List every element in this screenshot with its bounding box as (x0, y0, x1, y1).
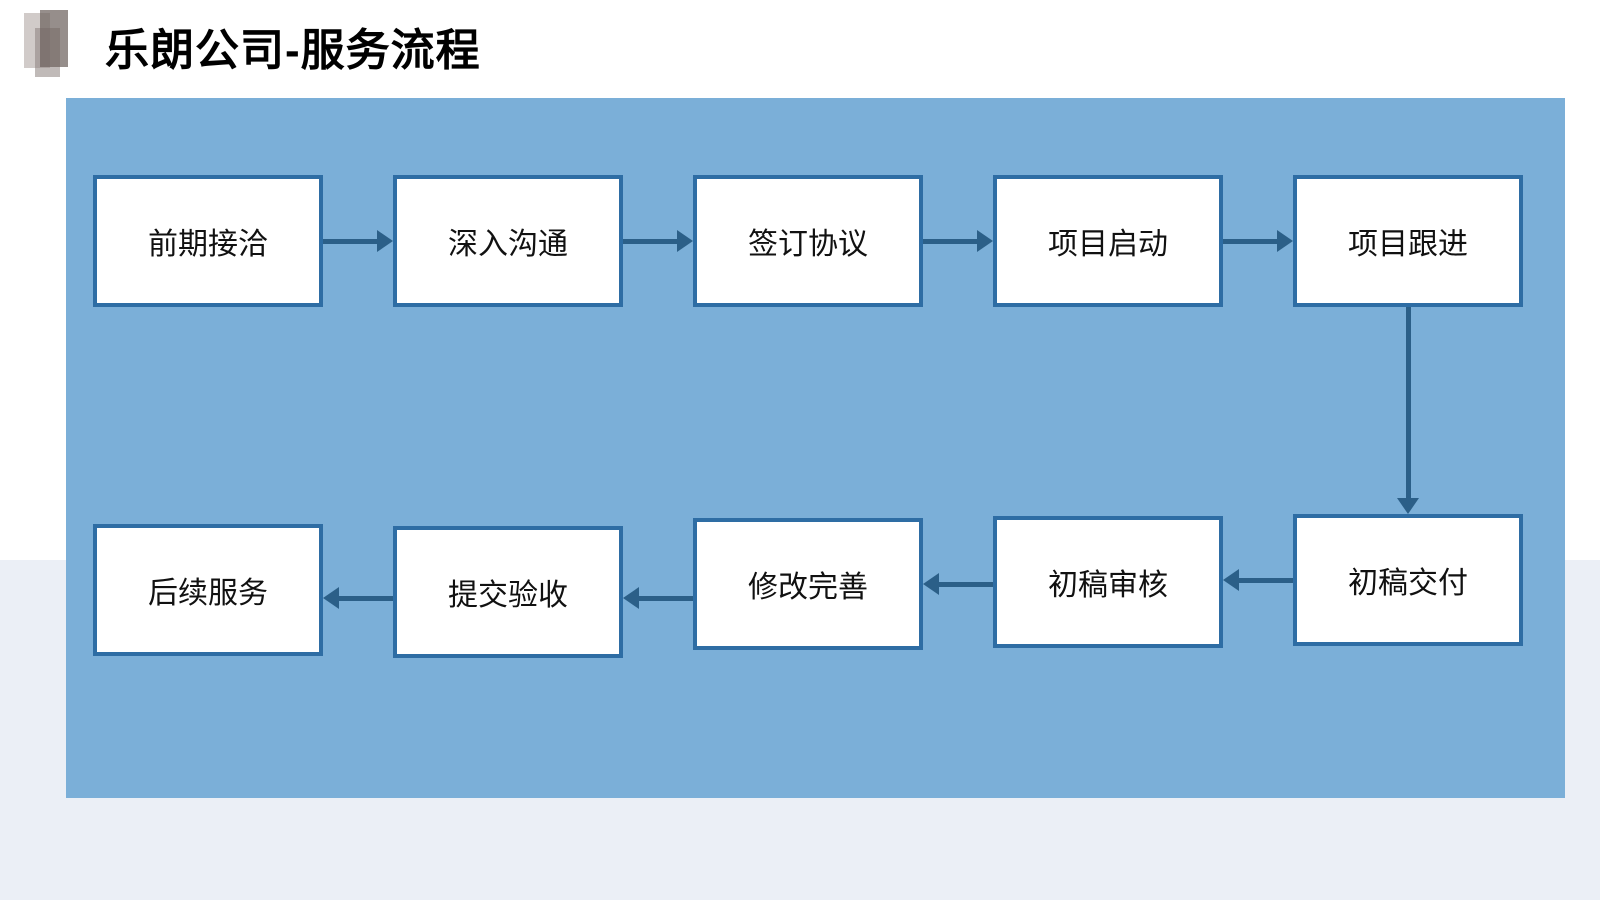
arrow-shaft (623, 238, 677, 244)
arrow-head (623, 587, 639, 609)
arrow-shaft (939, 581, 993, 587)
arrow-delivery-to-review-icon (1223, 568, 1293, 592)
arrow-revision-to-acceptance-icon (623, 586, 693, 610)
flow-step-deep-communication: 深入沟通 (393, 175, 623, 307)
arrow-agreement-to-kickoff-icon (923, 229, 993, 253)
arrow-shaft (923, 238, 977, 244)
arrow-head (977, 230, 993, 252)
page-title: 乐朗公司-服务流程 (105, 26, 481, 75)
arrow-head (323, 587, 339, 609)
arrow-head (923, 573, 939, 595)
arrow-shaft (339, 595, 393, 601)
arrow-head (1397, 498, 1419, 514)
flow-step-sign-agreement: 签订协议 (693, 175, 923, 307)
flow-step-draft-review: 初稿审核 (993, 516, 1223, 648)
arrow-shaft (1405, 307, 1411, 498)
arrow-followup-to-delivery-icon (1396, 307, 1420, 514)
arrow-head (377, 230, 393, 252)
company-logo (20, 6, 82, 82)
arrow-shaft (1239, 577, 1293, 583)
arrow-shaft (323, 238, 377, 244)
flow-step-project-kickoff: 项目启动 (993, 175, 1223, 307)
arrow-head (1277, 230, 1293, 252)
flow-step-project-followup: 项目跟进 (1293, 175, 1523, 307)
arrow-shaft (1223, 238, 1277, 244)
flow-step-followup-service: 后续服务 (93, 524, 323, 656)
arrow-review-to-revision-icon (923, 572, 993, 596)
arrow-contact-to-communication-icon (323, 229, 393, 253)
flow-step-submit-acceptance: 提交验收 (393, 526, 623, 658)
arrow-communication-to-agreement-icon (623, 229, 693, 253)
logo-rect-dark (40, 10, 68, 67)
flow-step-revision: 修改完善 (693, 518, 923, 650)
slide-header: 乐朗公司-服务流程 (0, 0, 1600, 97)
flow-step-initial-contact: 前期接洽 (93, 175, 323, 307)
arrow-shaft (639, 595, 693, 601)
arrow-head (1223, 569, 1239, 591)
flow-step-draft-delivery: 初稿交付 (1293, 514, 1523, 646)
arrow-head (677, 230, 693, 252)
arrow-kickoff-to-followup-icon (1223, 229, 1293, 253)
arrow-acceptance-to-service-icon (323, 586, 393, 610)
